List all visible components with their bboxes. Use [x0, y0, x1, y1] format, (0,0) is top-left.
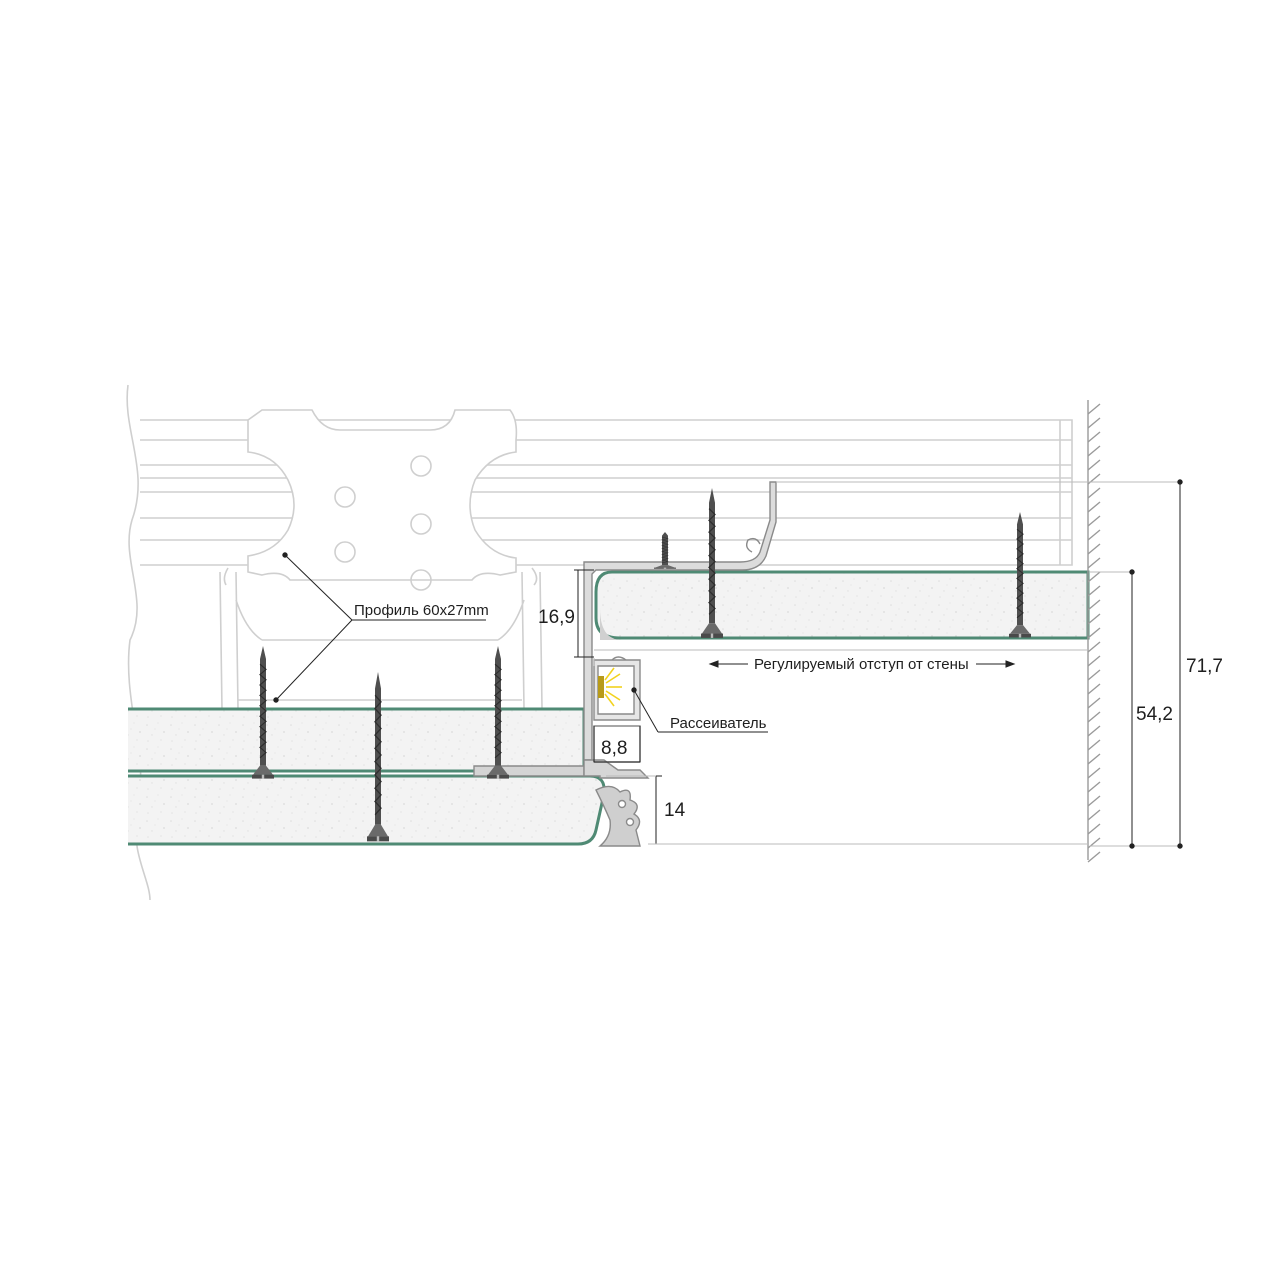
wall-hatch-line — [1087, 641, 1101, 653]
label-diffuser: Рассеиватель — [670, 715, 767, 732]
wall-hatch-line — [1087, 627, 1101, 639]
wall-hatch-line — [1087, 725, 1101, 737]
wall-hatch-line — [1087, 515, 1101, 527]
lower-board-upper — [128, 707, 586, 773]
wall-hatch-line — [1087, 823, 1101, 835]
wall-hatch-line — [1087, 753, 1101, 765]
wall-hatch-line — [1087, 599, 1101, 611]
dimension-16-9: 16,9 — [538, 607, 575, 628]
wall-hatch-line — [1087, 697, 1101, 709]
dimension-8-8: 8,8 — [601, 738, 627, 759]
wall-hatch-line — [1087, 781, 1101, 793]
labels: Профиль 60х27mm Регулируемый отступ от с… — [354, 602, 1223, 821]
wall-hatch-line — [1087, 711, 1101, 723]
background-profile — [126, 384, 1073, 901]
led-icon — [598, 667, 622, 707]
wall-hatch-line — [1087, 529, 1101, 541]
wall-hatch-line — [1087, 501, 1101, 513]
wall-hatch-line — [1087, 795, 1101, 807]
wall-hatch-line — [1087, 613, 1101, 625]
wall-hatch-line — [1087, 487, 1101, 499]
dimension-lines — [273, 479, 1183, 849]
wall-hatch-line — [1087, 543, 1101, 555]
wall-hatch-line — [1087, 445, 1101, 457]
wall-hatch-line — [1087, 767, 1101, 779]
wall-hatch-line — [1087, 431, 1101, 443]
upper-board — [594, 570, 1090, 640]
lower-board-bottom — [128, 774, 606, 846]
wall-hatch-line — [1087, 403, 1101, 415]
wall-hatch-line — [1087, 417, 1101, 429]
wall-hatch-line — [1087, 571, 1101, 583]
label-offset: Регулируемый отступ от стены — [754, 656, 969, 673]
wall-hatch — [1087, 400, 1101, 863]
dimension-71-7: 71,7 — [1186, 656, 1223, 677]
wall-hatch-line — [1087, 669, 1101, 681]
wall-hatch-line — [1087, 739, 1101, 751]
dimension-54-2: 54,2 — [1136, 704, 1173, 725]
wall-hatch-line — [1087, 557, 1101, 569]
wall-hatch-line — [1087, 655, 1101, 667]
wall-hatch-line — [1087, 809, 1101, 821]
dimension-14: 14 — [664, 800, 686, 821]
wall-hatch-line — [1087, 683, 1101, 695]
wall-hatch-line — [1087, 851, 1101, 863]
wall-hatch-line — [1087, 459, 1101, 471]
label-profile: Профиль 60х27mm — [354, 602, 489, 619]
wall-hatch-line — [1087, 585, 1101, 597]
